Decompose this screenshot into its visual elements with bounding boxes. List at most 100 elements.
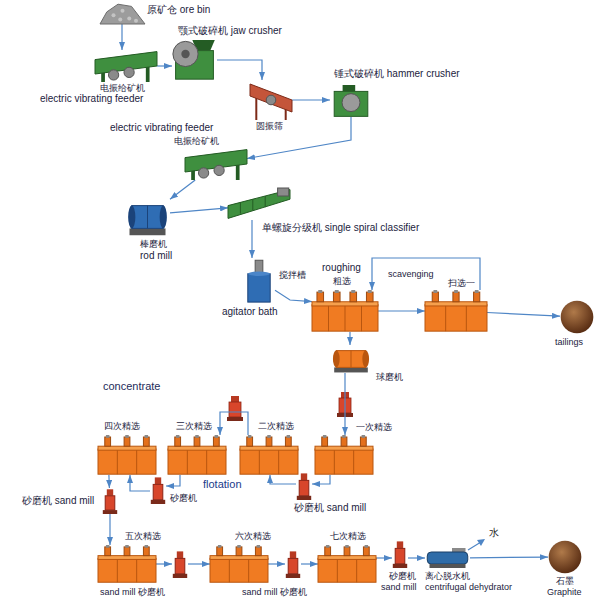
- equipment-label: 粗选: [333, 276, 351, 286]
- equipment-node: 砂磨机 sand mill: [296, 472, 312, 500]
- equipment-label: 六次精选: [235, 531, 271, 541]
- motor-cap: [267, 435, 270, 438]
- cell-motor: [124, 547, 130, 556]
- sand-mill-cap: [107, 489, 113, 496]
- motor-cap: [318, 290, 322, 293]
- motor-cap: [257, 545, 260, 548]
- flotation-cell-body: [318, 558, 376, 582]
- cell-divider: [353, 450, 354, 474]
- sand-mill-cap: [301, 473, 307, 480]
- mill-drum: [132, 206, 164, 229]
- feeder-symbol: [95, 50, 157, 82]
- cell-motor: [344, 547, 350, 556]
- cell-motor: [175, 437, 181, 446]
- flotation-cell-top: [98, 556, 156, 560]
- equipment-node: 棒磨机rod mill: [125, 198, 170, 236]
- sand-mill-base: [393, 564, 407, 568]
- flow-arrow: [349, 332, 350, 345]
- equipment-node: 五次精选: [98, 545, 156, 583]
- cell-motor: [350, 292, 357, 302]
- sand-mill-cap: [290, 551, 296, 558]
- motor-cap: [345, 545, 348, 548]
- equipment-label: 球磨机: [376, 372, 403, 382]
- flow-arrow: [312, 475, 330, 484]
- cell-motor: [266, 437, 272, 446]
- cell3-symbol: [98, 435, 156, 475]
- crusher-body: [334, 91, 368, 116]
- rotor: [342, 94, 360, 112]
- flow-arrow: [109, 514, 110, 545]
- equipment-node: tailings: [560, 300, 594, 334]
- ore-pile: [100, 4, 145, 24]
- cell-divider: [206, 450, 207, 474]
- cell-motor: [217, 547, 223, 556]
- flow-arrow: [344, 373, 345, 435]
- equipment-node: 球磨机: [330, 345, 372, 373]
- motor-cap: [433, 290, 437, 293]
- ballmill-symbol: [330, 345, 372, 373]
- water-outlet-line: [468, 542, 481, 550]
- agitator-symbol: [243, 258, 275, 303]
- equipment-label: 四次精选: [104, 421, 140, 431]
- cell-motor: [105, 547, 111, 556]
- sand-mill-body: [105, 496, 115, 510]
- cell-motor: [236, 547, 242, 556]
- equipment-label: 颚式破碎机 jaw crusher: [178, 25, 282, 37]
- flow-arrow: [156, 563, 172, 564]
- equipment-node: 七次精选: [318, 545, 376, 583]
- equipment-node: sand mill 砂磨机: [172, 550, 188, 578]
- sand-mill-base: [173, 574, 187, 578]
- centrifuge-base: [430, 564, 466, 568]
- spiral-line: [265, 196, 266, 207]
- flow-arrow: [130, 475, 150, 491]
- equipment-label: 扫选一: [448, 278, 475, 288]
- equipment-label: 圆振筛: [256, 121, 283, 131]
- flotation-cell-top: [312, 302, 378, 306]
- cell-divider: [117, 450, 118, 474]
- flow-arrow: [188, 563, 210, 564]
- cell-divider: [278, 450, 279, 474]
- motor-cap: [145, 435, 148, 438]
- sand-mill-body: [288, 558, 298, 573]
- flotation-cell-top: [315, 446, 373, 450]
- motor-cap: [475, 290, 479, 293]
- equipment-label: tailings: [555, 337, 583, 347]
- flow-arrow: [378, 310, 425, 311]
- motor-cap: [326, 545, 329, 548]
- motor-cap: [335, 290, 339, 293]
- pile-symbol: [100, 2, 145, 24]
- sand-mill-body: [299, 480, 309, 495]
- flow-arrow: [470, 556, 548, 558]
- feeder-motor: [198, 168, 208, 178]
- cell4-symbol: [312, 290, 378, 332]
- flow-arrow: [270, 475, 296, 484]
- screen-deck: [250, 84, 292, 112]
- cell-divider: [361, 306, 362, 331]
- cell-motor: [213, 437, 219, 446]
- flow-arrow: [170, 208, 228, 213]
- centrifuge-bowl: [427, 552, 468, 564]
- equipment-label: 五次精选: [125, 531, 161, 541]
- sand-mill-base: [286, 574, 300, 578]
- spiral-line: [240, 202, 241, 213]
- flotation-cell-body: [168, 449, 226, 474]
- ore-lump: [121, 9, 125, 13]
- flow-arrow: [170, 180, 195, 199]
- annotation-label: concentrate: [103, 380, 160, 393]
- equipment-label: 砂磨机 sand mill: [22, 495, 94, 507]
- ball-symbol: [548, 540, 582, 574]
- equipment-label: sand mill: [381, 582, 417, 592]
- flow-arrow: [268, 563, 285, 564]
- equipment-node: electric vibrating feeder电振给矿机: [185, 148, 247, 180]
- equipment-label: 原矿仓 ore bin: [147, 4, 210, 16]
- flotation-cell-top: [210, 556, 268, 560]
- cell-divider: [136, 450, 137, 474]
- mill-band: [351, 351, 352, 368]
- flow-arrow: [376, 557, 392, 558]
- sand-mill-base: [227, 417, 243, 421]
- flotation-cell-body: [240, 449, 298, 474]
- cell-motor: [325, 547, 331, 556]
- cell-divider: [466, 306, 467, 331]
- equipment-node: 搅拌槽agitator bath: [243, 258, 275, 303]
